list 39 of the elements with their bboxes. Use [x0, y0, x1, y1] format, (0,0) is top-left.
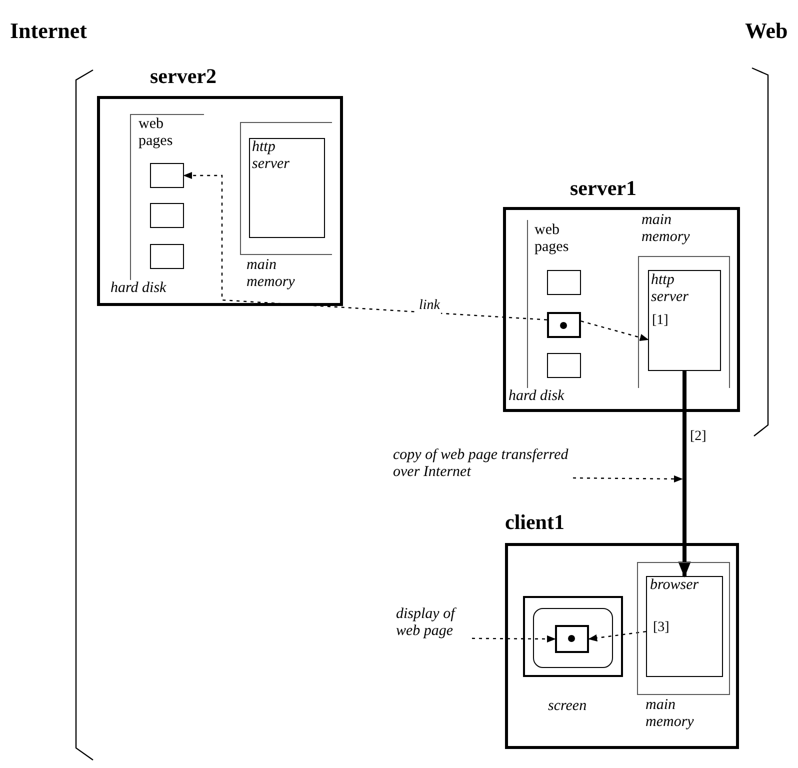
arrow	[678, 371, 691, 578]
web-page-box	[150, 244, 184, 268]
computer-name: client1	[505, 510, 566, 534]
web-page-box	[546, 353, 580, 378]
memory-label: main memory	[246, 256, 296, 290]
web-page-box	[554, 624, 588, 652]
arrow	[580, 320, 649, 341]
edge-label: [3]	[652, 620, 670, 636]
storage-label: web pages	[534, 222, 570, 256]
process-box	[648, 270, 720, 370]
arrow	[573, 475, 683, 483]
edge-label: [2]	[689, 429, 708, 445]
computer-name: server2	[150, 64, 218, 88]
display-area	[533, 608, 613, 668]
region-heading: Web	[745, 18, 788, 44]
storage-label: web pages	[138, 116, 174, 150]
process-box	[248, 138, 324, 238]
arrow	[472, 635, 556, 643]
arrow	[588, 630, 646, 642]
region-heading: Internet	[10, 18, 87, 44]
memory-label: main memory	[646, 696, 695, 730]
annotation-text: copy of web page transferred over Internet	[393, 447, 573, 483]
computer-name: server1	[570, 176, 638, 200]
storage-label: hard disk	[508, 388, 566, 405]
screen-label: screen	[548, 698, 588, 715]
web-page-box	[150, 162, 184, 188]
edge-label: link	[418, 298, 441, 314]
annotation-text: display of web page	[396, 606, 472, 642]
edge-label: [1]	[651, 313, 670, 329]
memory-label: main memory	[642, 212, 691, 246]
web-page-box	[546, 270, 580, 295]
storage-label: hard disk	[110, 280, 168, 296]
process-label: browser	[650, 577, 700, 594]
web-page-box	[546, 312, 580, 338]
process-label: http server	[651, 272, 690, 306]
process-label: http server	[252, 139, 290, 173]
web-page-box	[150, 202, 184, 228]
arrow	[183, 172, 548, 320]
process-box	[646, 576, 722, 676]
